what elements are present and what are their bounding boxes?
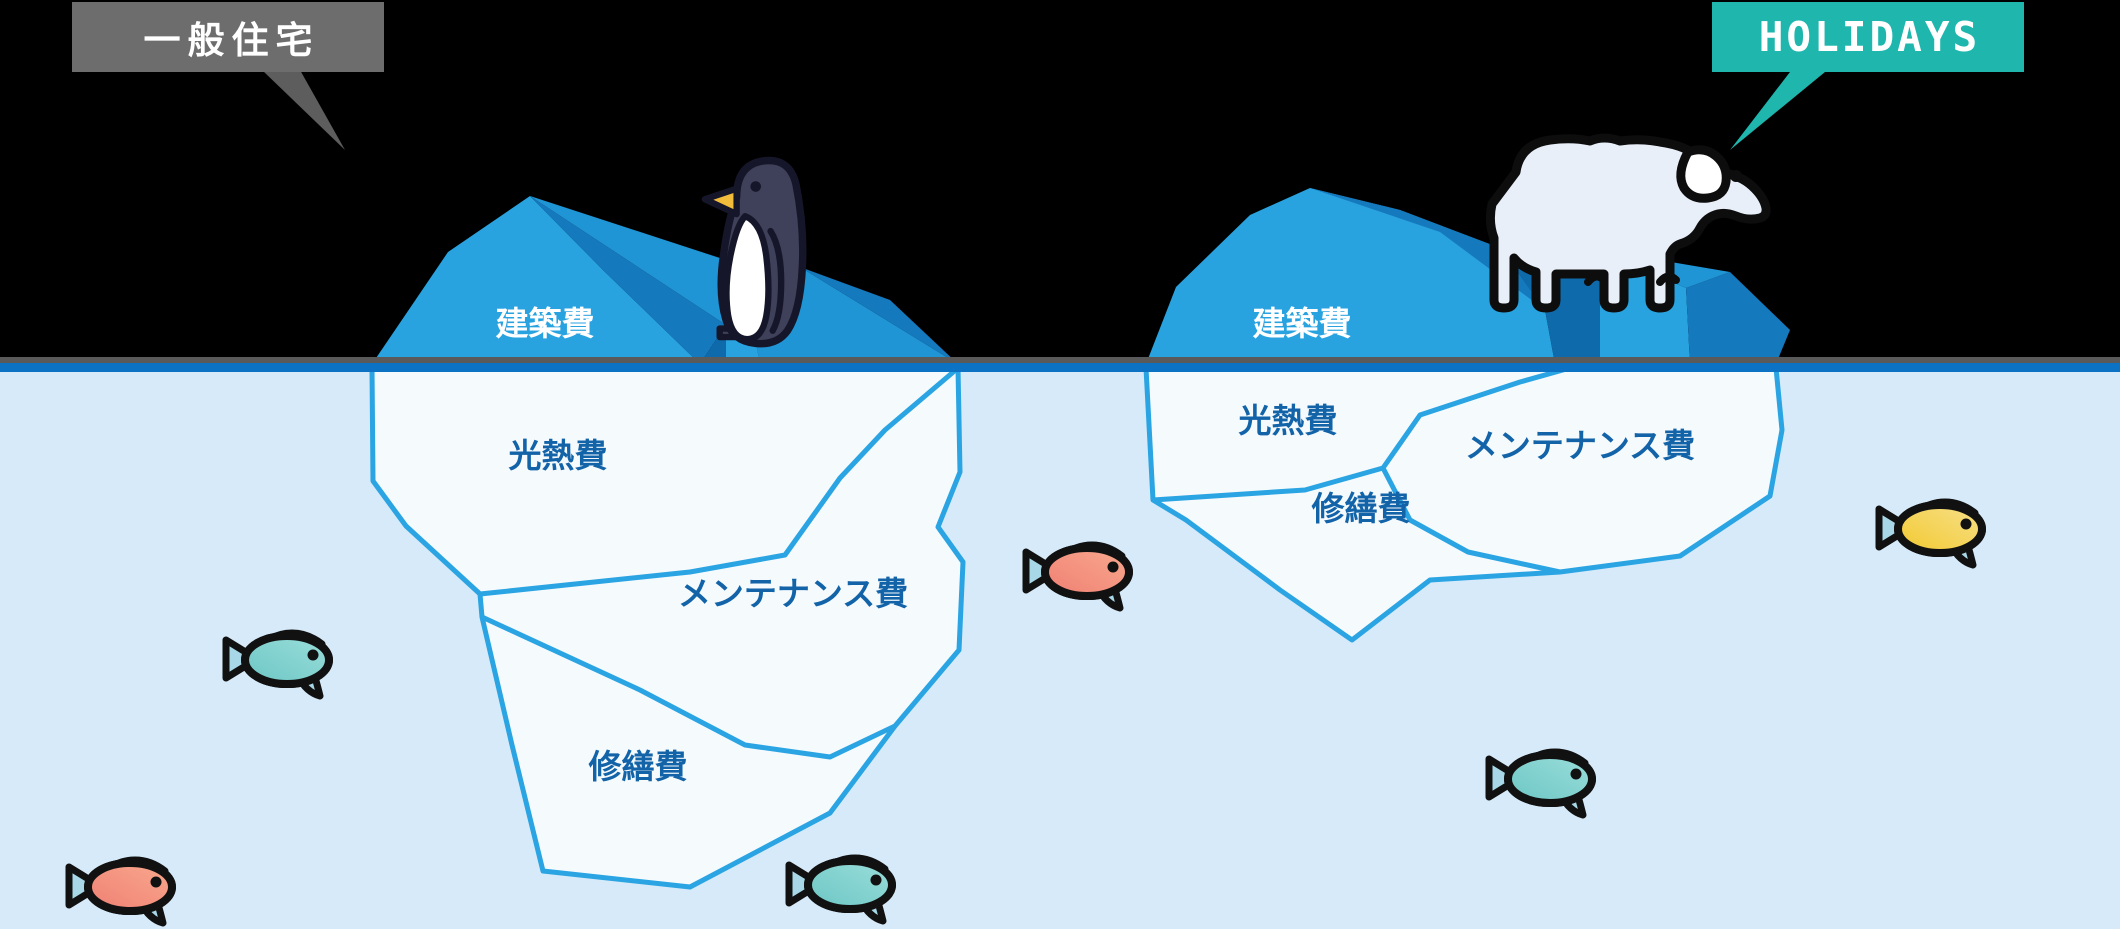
divider-right-utilities-maintenance (1152, 365, 1571, 503)
fish-3 (1879, 502, 1986, 565)
label-right-construction: 建築費 (1253, 304, 1352, 343)
label-left-construction: 建築費 (496, 304, 595, 343)
fish-6 (789, 858, 896, 921)
fish-5 (69, 860, 176, 923)
callout-left-tail (262, 70, 345, 150)
callout-label-general-housing[interactable]: 一般住宅 (72, 2, 384, 72)
label-left-maintenance: メンテナンス費 (678, 574, 908, 613)
iceberg-right (1143, 188, 1790, 643)
iceberg-left-underwater (369, 365, 966, 890)
iceberg-right-underwater-outline (1143, 365, 1785, 643)
label-left-utilities: 光熱費 (509, 436, 608, 475)
label-right-repair: 修繕費 (1311, 489, 1411, 528)
polar-bear-icon (1485, 133, 1771, 313)
iceberg-left-face-shadow (530, 196, 726, 364)
penguin-icon (701, 156, 807, 348)
divider-utilities-maintenance (479, 366, 960, 597)
label-right-utilities: 光熱費 (1239, 401, 1338, 440)
fish-1 (226, 633, 333, 696)
iceberg-right-peak-shadow (1686, 272, 1790, 364)
waterline-dark-band (0, 357, 2120, 363)
callout-right-tail (1730, 72, 1825, 150)
label-right-maintenance: メンテナンス費 (1465, 426, 1695, 465)
divider-repair-maintenance (480, 614, 897, 760)
iceberg-left-peak-right-shadow (800, 267, 958, 364)
fish-4 (1489, 752, 1596, 815)
iceberg-left-face-main (372, 196, 700, 364)
fish-2 (1026, 545, 1133, 608)
divider-right-repair-maintenance (1380, 466, 1561, 575)
fish-group (69, 502, 1986, 923)
iceberg-left-face-ridge (530, 196, 726, 325)
iceberg-labels: 建築費 光熱費 メンテナンス費 修繕費 建築費 光熱費 メンテナンス費 修繕費 (496, 304, 1696, 786)
waterline-blue-band (0, 363, 2120, 372)
callout-label-holidays[interactable]: HOLIDAYS (1712, 2, 2024, 72)
label-left-repair: 修繕費 (588, 747, 688, 786)
iceberg-right-underwater (1143, 365, 1785, 643)
